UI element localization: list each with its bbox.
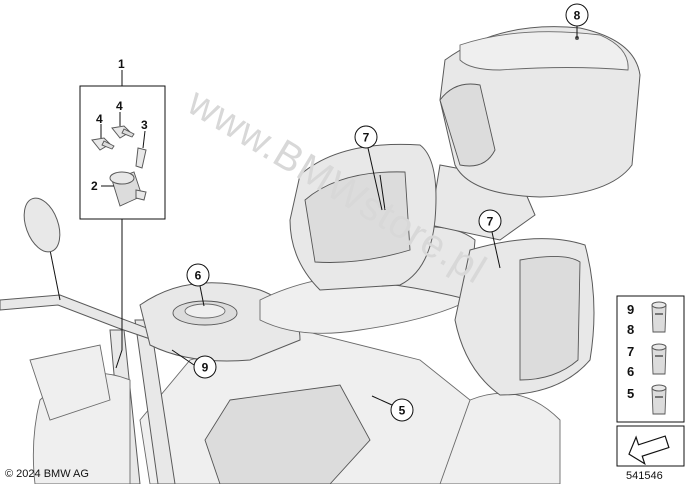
callout-5: 5 (390, 398, 414, 422)
callout-1: 1 (118, 57, 125, 71)
callout-7b: 7 (478, 209, 502, 233)
svg-text:9: 9 (202, 361, 209, 375)
lock-cylinder-icon (651, 301, 667, 333)
svg-text:8: 8 (574, 9, 581, 23)
svg-text:7: 7 (487, 215, 494, 229)
callout-8: 8 (565, 3, 589, 27)
legend-panel: 9 8 7 6 5 (616, 295, 685, 423)
callout-6: 6 (186, 263, 210, 287)
legend-5: 5 (627, 386, 634, 401)
key-icon (111, 125, 135, 139)
legend-7: 7 (627, 344, 634, 359)
callout-3: 3 (141, 118, 148, 132)
callout-9: 9 (193, 355, 217, 379)
lock-cylinder-icon (651, 343, 667, 375)
forward-arrow-icon (616, 425, 685, 467)
legend-6: 6 (627, 364, 634, 379)
lock-cylinder-icon (109, 171, 147, 207)
callout-7a: 7 (354, 125, 378, 149)
diagram-number: 541546 (626, 470, 663, 482)
legend-8: 8 (627, 322, 634, 337)
svg-text:5: 5 (399, 404, 406, 418)
svg-text:6: 6 (195, 269, 202, 283)
legend-9: 9 (627, 302, 634, 317)
callout-2: 2 (91, 179, 98, 193)
callout-4b: 4 (116, 99, 123, 113)
copyright-text: © 2024 BMW AG (5, 468, 89, 480)
leader-lock-to-bike (115, 219, 123, 369)
svg-text:7: 7 (363, 131, 370, 145)
key-icon (91, 137, 115, 151)
callout-4a: 4 (96, 112, 103, 126)
motorcycle-illustration (0, 26, 641, 484)
lock-cylinder-icon (651, 384, 667, 415)
